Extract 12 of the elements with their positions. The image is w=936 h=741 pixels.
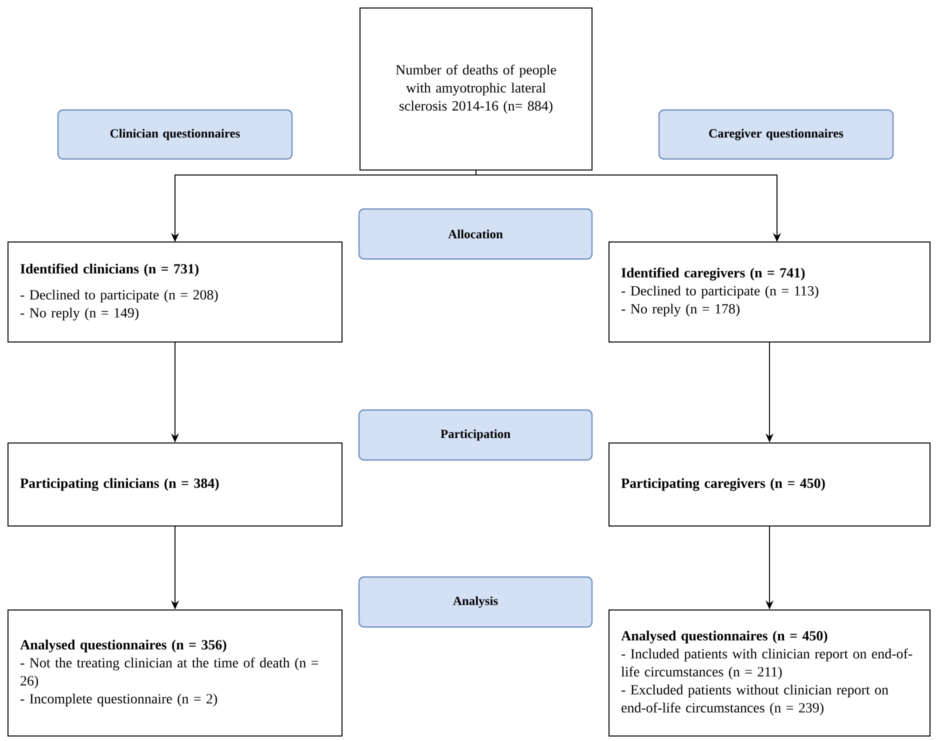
process-box: Identified caregivers (n = 741) - Declined to participate (n = 113) - No reply (n = 178) bbox=[608, 242, 931, 342]
stage-label: Participation bbox=[358, 409, 593, 461]
process-box: Analysed questionnaires (n = 450) - Included patients with clinician report on end-of-life circumstances (n = 211) - Excluded patients without clinician report on end-of-life circumstances (n = 239) bbox=[608, 610, 931, 736]
stage-label: Clinician questionnaires bbox=[57, 109, 293, 160]
process-box: Participating clinicians (n = 384) bbox=[8, 442, 342, 526]
process-box: Participating caregivers (n = 450) bbox=[608, 442, 931, 526]
process-box: Identified clinicians (n = 731) - Declined to participate (n = 208) - No reply (n = 149) bbox=[8, 242, 342, 342]
process-box: Number of deaths of people with amyotrophic lateral sclerosis 2014-16 (n= 884) bbox=[360, 8, 592, 170]
stage-label: Analysis bbox=[358, 576, 593, 628]
stage-label: Allocation bbox=[358, 208, 593, 260]
stage-label: Caregiver questionnaires bbox=[658, 109, 894, 160]
process-box: Analysed questionnaires (n = 356) - Not the treating clinician at the time of death (n = 26) - Incomplete questionnaire (n = 2) bbox=[8, 610, 342, 736]
